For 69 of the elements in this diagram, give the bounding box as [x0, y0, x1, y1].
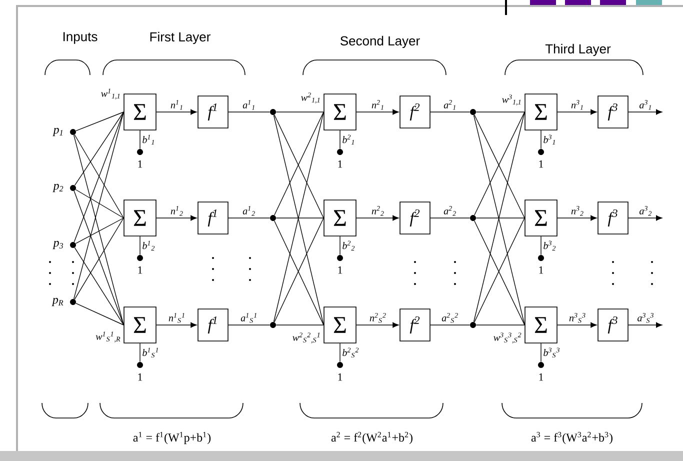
summation-box: Σ — [524, 94, 558, 130]
connector-line — [75, 189, 124, 218]
connector-line — [276, 324, 324, 326]
transfer-function-box: f$^{3}$ — [598, 96, 628, 128]
layer-equation: a$^{2}$ = f$^{2}$(W$^{2}$a$^{1}$+b$^{2}$) — [331, 432, 412, 444]
transfer-function-box: f$^{1}$ — [198, 96, 228, 128]
bias-input-label: 1 — [338, 266, 342, 274]
bias-input-label: 1 — [138, 373, 142, 381]
arrow — [557, 109, 597, 115]
layer-title: Second Layer — [340, 36, 420, 48]
arrow — [557, 322, 597, 328]
transfer-function-box: f$^{3}$ — [598, 202, 628, 234]
transfer-function-box: f$^{2}$ — [400, 96, 430, 128]
layer-equation: a$^{3}$ = f$^{3}$(W$^{3}$a$^{2}$+b$^{3}$) — [531, 432, 612, 444]
connector-line — [540, 236, 542, 256]
transfer-function-box: f$^{1}$ — [198, 202, 228, 234]
connector-line — [73, 112, 124, 300]
connector-line — [430, 324, 470, 326]
connector-line — [75, 218, 124, 244]
layer-title: Third Layer — [545, 44, 611, 56]
connector-line — [76, 112, 124, 132]
transfer-function-box: f$^{2}$ — [400, 308, 430, 342]
input-label: p$_{2}$ — [52, 184, 64, 192]
connector-line — [228, 324, 270, 326]
connector-line — [476, 324, 525, 326]
bias-input-label: 1 — [138, 266, 142, 274]
connector-line — [74, 190, 124, 326]
layer-title: Inputs — [64, 32, 98, 44]
connector-line — [74, 112, 124, 186]
layer-title: First Layer — [150, 32, 210, 44]
connector-line — [540, 343, 542, 362]
summation-box: Σ — [124, 200, 156, 236]
transfer-function-box: f$^{2}$ — [400, 202, 430, 234]
transfer-function-box: f$^{3}$ — [598, 308, 628, 342]
arrow — [156, 322, 197, 328]
connector-line — [74, 218, 124, 300]
arrow — [356, 322, 399, 328]
summation-box: Σ — [324, 306, 356, 344]
arrow — [156, 109, 197, 115]
transfer-function-box: f$^{1}$ — [198, 308, 228, 342]
arrow — [628, 322, 662, 328]
summation-box: Σ — [324, 94, 356, 130]
connector-line — [73, 134, 124, 326]
arrow — [628, 109, 662, 115]
bias-input-label: 1 — [539, 266, 544, 274]
bias-input-label: 1 — [138, 160, 142, 168]
arrow — [156, 215, 197, 221]
bias-input-label: 1 — [539, 160, 544, 168]
connector-line — [540, 130, 542, 150]
summation-box: Σ — [124, 306, 156, 344]
connector-line — [74, 247, 124, 326]
summation-box: Σ — [124, 94, 156, 130]
arrow — [356, 109, 399, 115]
bias-input-label: 1 — [338, 160, 342, 168]
connector-line — [74, 134, 124, 218]
bias-input-label: 1 — [539, 373, 544, 381]
summation-box: Σ — [524, 200, 558, 236]
summation-box: Σ — [524, 306, 558, 344]
connector-line — [74, 112, 124, 242]
arrow — [628, 215, 662, 221]
layer-equation: a$^{1}$ = f$^{1}$(W$^{1}$p+b$^{1}$) — [133, 432, 211, 444]
summation-box: Σ — [324, 200, 356, 236]
input-label: p$_{3}$ — [52, 240, 64, 250]
arrow — [557, 215, 597, 221]
bias-input-label: 1 — [338, 373, 342, 381]
arrow — [356, 215, 399, 221]
input-label: p$_{1}$ — [52, 128, 62, 136]
input-label: p$_{R}$ — [52, 298, 64, 306]
connector-line — [76, 302, 124, 326]
